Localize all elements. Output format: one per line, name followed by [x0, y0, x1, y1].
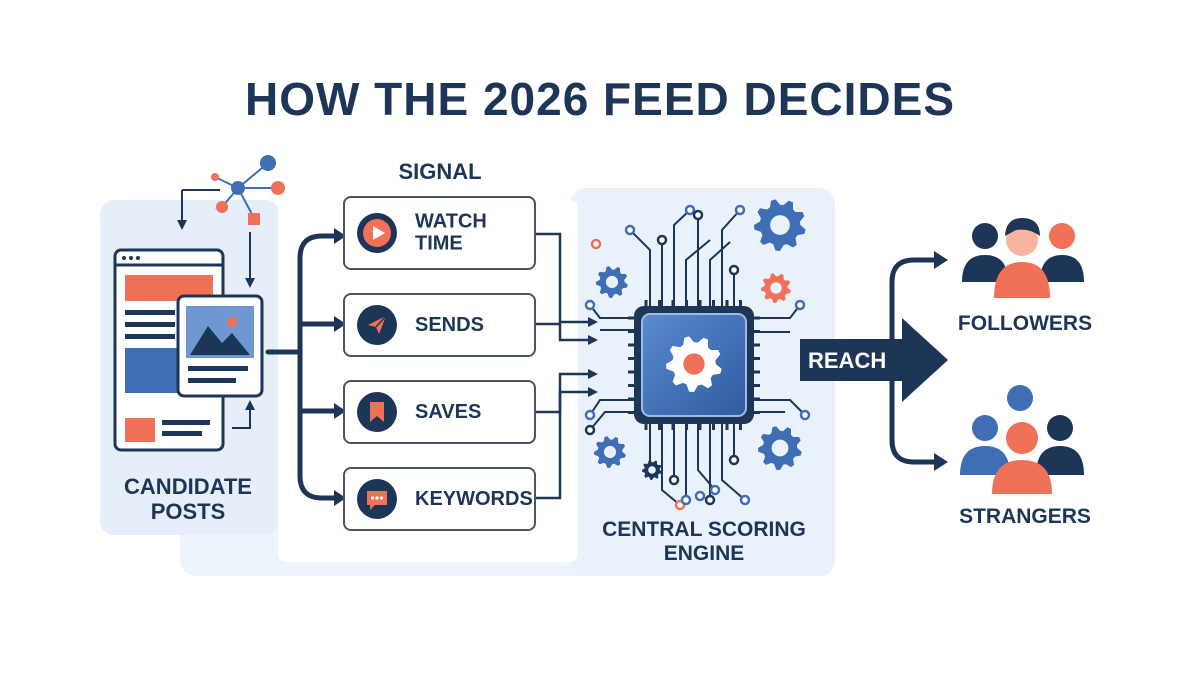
- signal-header: SIGNAL: [398, 159, 482, 184]
- strangers-group-icon: [960, 385, 1084, 494]
- reach-label: REACH: [808, 348, 887, 373]
- play-icon: [357, 213, 397, 253]
- signal-card-sends: SENDS: [343, 293, 536, 357]
- processor-chip-icon: [634, 306, 754, 424]
- gear-icon: [758, 426, 802, 470]
- signal-label: SAVES: [415, 400, 482, 423]
- send-icon: [357, 305, 397, 345]
- engine-label: CENTRAL SCORING ENGINE: [602, 518, 806, 565]
- signal-label: KEYWORDS: [415, 487, 533, 510]
- bookmark-icon: [357, 392, 397, 432]
- gear-icon: [754, 199, 806, 251]
- reach-arrow: [800, 318, 948, 402]
- gear-icon: [596, 266, 628, 298]
- strangers-label: STRANGERS: [959, 505, 1091, 528]
- signal-engine-connectors: [536, 232, 592, 500]
- signal-branch-connectors: [265, 233, 337, 501]
- gear-icon: [642, 460, 662, 480]
- followers-group-icon: [962, 218, 1084, 298]
- signal-card-saves: SAVES: [343, 380, 536, 444]
- signal-label: WATCH TIME: [415, 210, 487, 255]
- gear-icon: [761, 273, 791, 303]
- followers-label: FOLLOWERS: [957, 312, 1093, 335]
- candidate-posts-label: CANDIDATE POSTS: [124, 474, 252, 524]
- signal-card-keywords: KEYWORDS: [343, 467, 536, 531]
- signal-card-watch-time: WATCH TIME: [343, 196, 536, 270]
- chat-bubble-icon: [357, 479, 397, 519]
- signal-label: SENDS: [415, 313, 484, 336]
- image-card-icon: [176, 294, 264, 398]
- output-branch-arrows: [889, 257, 939, 465]
- page-title: HOW THE 2026 FEED DECIDES: [244, 73, 956, 125]
- gear-icon: [594, 436, 626, 468]
- circuit-traces: [584, 204, 811, 511]
